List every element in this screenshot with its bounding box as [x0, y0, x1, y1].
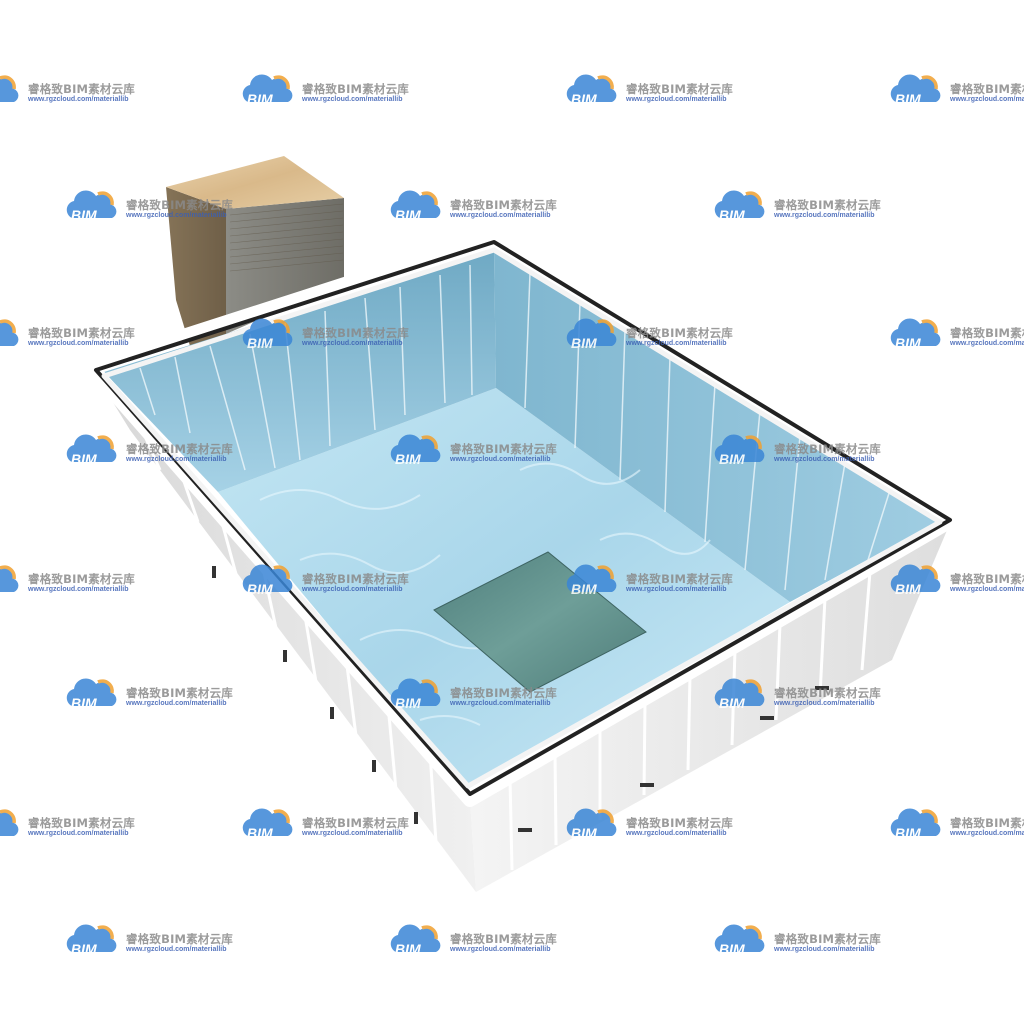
tank-rim [83, 229, 963, 807]
tank-front-outer-wall [470, 528, 948, 892]
stone-block-left-face [166, 187, 226, 346]
stone-block-top-face [166, 156, 344, 209]
back-left-inner-wall [104, 250, 496, 492]
stone-block [166, 156, 344, 346]
stone-block-right-face [226, 198, 344, 334]
drain-plate [433, 551, 647, 693]
